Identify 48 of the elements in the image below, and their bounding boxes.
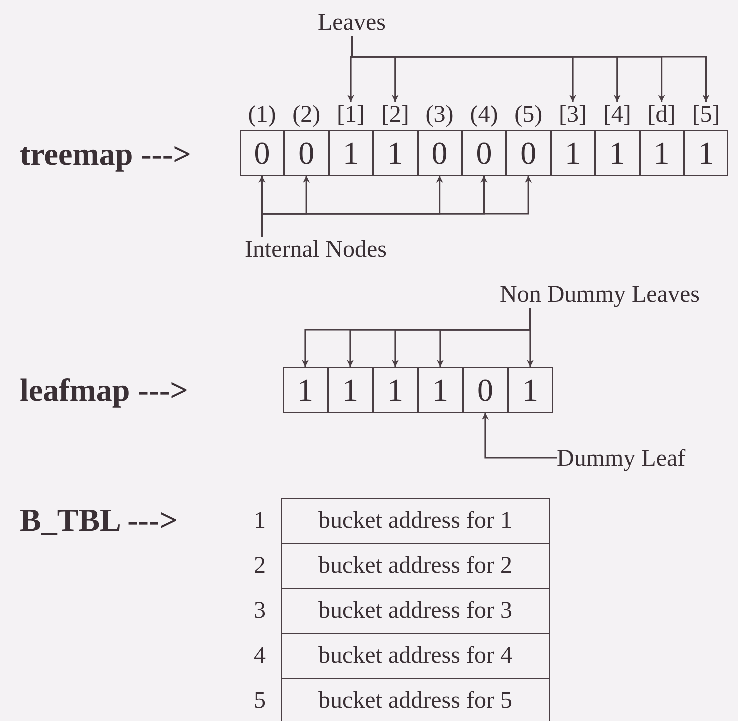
index-label: (4) [469, 102, 500, 128]
index-label: [d] [646, 102, 677, 128]
row-number: 1 [254, 508, 266, 534]
bit-cell: 1 [373, 130, 418, 176]
bit-cell: 1 [418, 367, 463, 413]
bit-cell: 1 [508, 367, 553, 413]
row-number: 4 [254, 643, 266, 669]
index-label: (5) [514, 102, 544, 128]
bit-cell: 0 [240, 130, 284, 176]
table-row: bucket address for 1 [281, 498, 550, 544]
row-number: 3 [254, 598, 266, 624]
bit-cell: 1 [373, 367, 418, 413]
annotation-text: Internal Nodes [245, 237, 387, 263]
index-label: [1] [336, 102, 366, 128]
index-label: [4] [602, 102, 632, 128]
bit-cell: 1 [283, 367, 328, 413]
bit-cell: 0 [418, 130, 462, 176]
structure-label: treemap ---> [20, 136, 192, 172]
table-row: bucket address for 2 [281, 543, 550, 589]
bit-cell: 1 [328, 367, 373, 413]
bit-cell: 1 [595, 130, 640, 176]
bit-cell: 1 [328, 130, 374, 176]
bit-cell: 1 [550, 130, 596, 176]
bit-cell: 1 [640, 130, 684, 176]
annotation-text: Leaves [318, 10, 386, 36]
bit-cell: 0 [463, 367, 508, 413]
bit-cell: 0 [462, 130, 506, 176]
index-label: [5] [691, 102, 722, 128]
index-label: [2] [380, 102, 410, 128]
table-row: bucket address for 5 [281, 678, 550, 721]
bit-cell: 0 [284, 130, 329, 176]
index-label: (2) [292, 102, 322, 128]
structure-label: leafmap ---> [20, 372, 188, 408]
index-label: (1) [247, 102, 278, 128]
bit-cell: 0 [506, 130, 551, 176]
table-row: bucket address for 4 [281, 633, 550, 679]
bit-cell: 1 [684, 130, 728, 176]
leader-arrow [261, 176, 532, 237]
index-label: [3] [558, 102, 588, 128]
table-row: bucket address for 3 [281, 588, 550, 634]
structure-label: B_TBL ---> [20, 502, 178, 538]
leader-arrow [527, 308, 534, 367]
annotation-text: Dummy Leaf [557, 446, 686, 472]
row-number: 5 [254, 688, 266, 714]
index-label: (3) [424, 102, 455, 128]
annotation-text: Non Dummy Leaves [500, 282, 700, 308]
row-number: 2 [254, 553, 266, 579]
leader-arrow [482, 413, 557, 459]
